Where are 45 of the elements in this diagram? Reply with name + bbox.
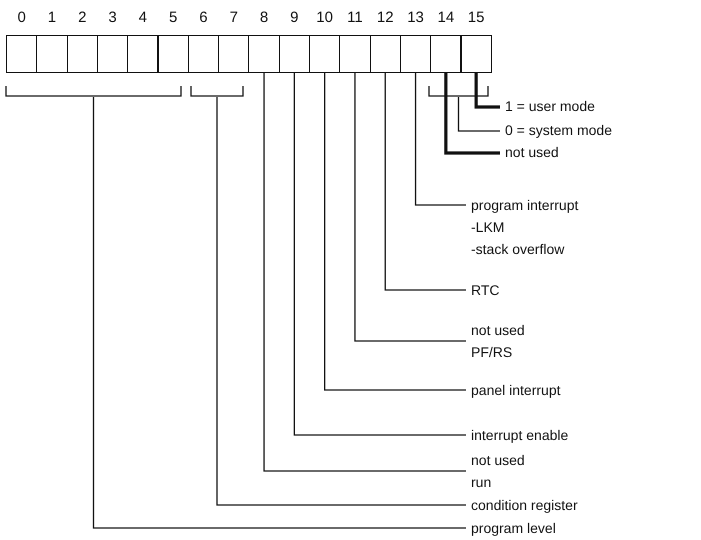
field-label: program level bbox=[471, 519, 556, 538]
field-label: -stack overflow bbox=[471, 240, 566, 259]
field-label: PF/RS bbox=[471, 343, 514, 362]
bit-number: 9 bbox=[289, 9, 300, 27]
bit-number: 6 bbox=[198, 9, 209, 27]
bit-number: 15 bbox=[466, 9, 486, 27]
bracket bbox=[190, 86, 244, 97]
bit-number: 5 bbox=[168, 9, 178, 27]
field-label: RTC bbox=[471, 281, 500, 300]
leader-line bbox=[414, 73, 466, 206]
leader-line bbox=[92, 97, 466, 529]
leader-line bbox=[354, 73, 466, 342]
bit-number: 8 bbox=[258, 9, 270, 27]
leader-line bbox=[324, 73, 466, 391]
bracket bbox=[428, 86, 489, 97]
bracket bbox=[5, 86, 182, 97]
leader-line bbox=[294, 73, 466, 436]
bit-number: 12 bbox=[376, 9, 395, 27]
leader-line bbox=[458, 97, 500, 132]
field-label: panel interrupt bbox=[471, 381, 561, 400]
leader-line bbox=[444, 73, 500, 155]
bit-number: 10 bbox=[315, 9, 334, 27]
leader-line bbox=[216, 97, 466, 506]
bit-number: 1 bbox=[46, 9, 58, 27]
bit-number: 14 bbox=[436, 9, 456, 27]
field-label: -LKM bbox=[471, 218, 506, 237]
field-label: not used bbox=[471, 321, 525, 340]
bit-number: 4 bbox=[138, 9, 148, 27]
bit-number: 2 bbox=[77, 9, 88, 27]
bit-number: 7 bbox=[228, 9, 239, 27]
field-label: not used bbox=[505, 143, 559, 162]
leader-line bbox=[384, 73, 466, 291]
bit-number: 3 bbox=[107, 9, 118, 27]
bit-number: 13 bbox=[406, 9, 425, 27]
field-label: interrupt enable bbox=[471, 426, 568, 445]
field-label: 0 = system mode bbox=[505, 121, 612, 140]
field-label: condition register bbox=[471, 496, 578, 515]
field-label: program interrupt bbox=[471, 196, 578, 215]
leader-line bbox=[474, 73, 500, 109]
field-label: 1 = user mode bbox=[505, 97, 595, 116]
field-label: run bbox=[471, 473, 492, 492]
field-label: not used bbox=[471, 451, 525, 470]
bit-number: 0 bbox=[16, 9, 27, 27]
leader-line bbox=[263, 73, 466, 472]
bit-number: 11 bbox=[346, 9, 364, 27]
